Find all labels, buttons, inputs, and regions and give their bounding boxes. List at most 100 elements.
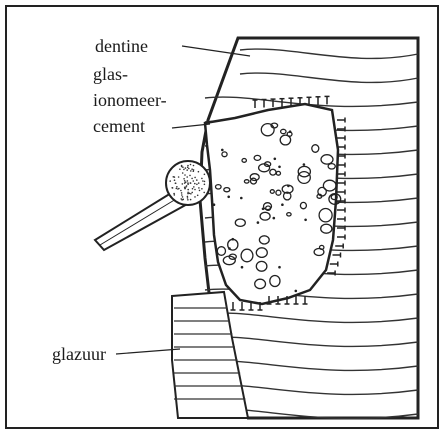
bur-stipple-dot [189,175,191,177]
label-enamel: glazuur [52,344,106,364]
bur-stipple-dot [203,192,205,194]
bur-stipple-dot [196,179,198,181]
bur-stipple-dot [186,176,188,178]
filler-dot [213,203,216,206]
bur-stipple-dot [190,199,192,201]
filler-dot [304,219,307,222]
bur-stipple-dot [187,183,189,185]
filler-dot [281,203,284,206]
bur-stipple-dot [176,186,178,188]
filler-dot [221,149,224,152]
filler-dot [262,208,265,211]
bur-stipple-dot [185,167,187,169]
bur-stipple-dot [183,169,185,171]
bur-stipple-dot [194,183,196,185]
filler-dot [228,247,231,250]
bur-stipple-dot [187,197,189,199]
bur-stipple-dot [187,167,189,169]
bur-stipple-dot [194,196,196,198]
leader-enamel [116,349,180,354]
bur-stipple-dot [194,189,196,191]
bur-stipple-dot [192,188,194,190]
bur-stipple-dot [183,178,185,180]
bur-stipple-dot [181,165,183,167]
bur-stipple-dot [199,190,201,192]
bur-stipple-dot [180,198,182,200]
bur-stipple-dot [176,188,178,190]
label-cement-line2: ionomeer- [93,90,167,110]
bur-stipple-dot [191,178,193,180]
bur-stipple-dot [189,193,191,195]
bur-stipple-dot [187,165,189,167]
bur-stipple-dot [194,177,196,179]
label-cement-line1: glas- [93,64,128,84]
label-dentine: dentine [95,36,148,56]
bur-stipple-dot [187,199,189,201]
bur-stipple-dot [182,172,184,174]
bur-stipple-dot [173,193,175,195]
bur-stipple-dot [198,182,200,184]
bur-stipple-dot [172,187,174,189]
filler-dot [278,266,281,269]
filler-dot [240,197,243,200]
filler-dot [278,166,281,169]
bur-stipple-dot [188,168,190,170]
bur-stipple-dot [179,168,181,170]
filler-dot [273,217,276,220]
bur-stipple-dot [181,194,183,196]
filler-dot [274,158,277,161]
bur-stipple-dot [190,164,192,166]
bur-stipple-dot [196,184,198,186]
bur-stipple-dot [177,188,179,190]
bur-stipple-dot [202,180,204,182]
bur-stipple-dot [193,169,195,171]
bur-stipple-dot [187,180,189,182]
bur-shank-line [100,196,181,245]
bur-stipple-dot [204,184,206,186]
bur-stipple-dot [182,183,184,185]
bur-stipple-dot [201,178,203,180]
bur-stipple-dot [190,182,192,184]
bur-stipple-dot [201,188,203,190]
filler-dot [287,185,290,188]
bur-stipple-dot [191,168,193,170]
bur-stipple-dot [187,193,189,195]
filler-dot [241,266,244,269]
bur-stipple-dot [182,196,184,198]
bur-stipple-dot [204,174,206,176]
bur-stipple-dot [198,171,200,173]
filler-dot [303,163,306,166]
bur-stipple-dot [184,188,186,190]
bur-stipple-dot [178,176,180,178]
bur-stipple-dot [175,182,177,184]
bur-stipple-dot [204,181,206,183]
bur-stipple-dot [193,180,195,182]
bur-stipple-dot [169,180,171,182]
bur-stipple-dot [186,185,188,187]
bur-stipple-dot [198,187,200,189]
bur-stipple-dot [197,195,199,197]
bur-stipple-dot [191,192,193,194]
bur-stipple-dot [184,174,186,176]
bur-stipple-dot [193,186,195,188]
label-cement-line3: cement [93,116,145,136]
bur-stipple-dot [184,182,186,184]
filler-dot [227,196,230,199]
bur-stipple-dot [186,169,188,171]
bur-stipple-dot [193,165,195,167]
bur-stipple-dot [187,189,189,191]
bur-stipple-dot [173,176,175,178]
bur-stipple-dot [187,196,189,198]
filler-dot [295,290,298,293]
filler-dot [257,221,260,224]
bur-stipple-dot [181,192,183,194]
bur-stipple-dot [180,190,182,192]
filler-dot [232,238,235,241]
bur-stipple-dot [174,179,176,181]
dental-bur-instrument [95,161,210,250]
bur-stipple-dot [182,199,184,201]
bur-stipple-dot [190,193,192,195]
bur-stipple-dot [184,180,186,182]
bur-stipple-dot [190,170,192,172]
